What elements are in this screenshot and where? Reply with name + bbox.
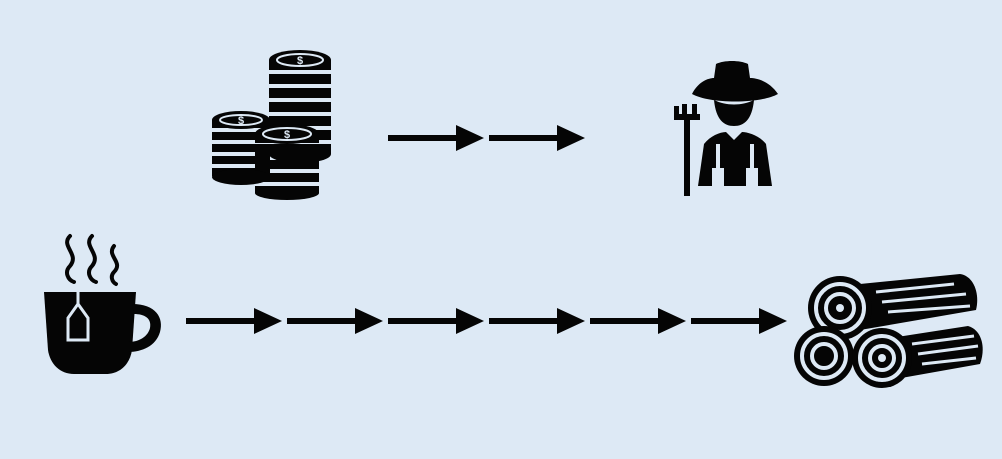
arrow-right-icon <box>691 308 787 334</box>
coin-stack-icon: $ $ $ <box>208 48 338 200</box>
arrow-right-icon <box>489 308 585 334</box>
arrow-right-icon <box>388 308 484 334</box>
arrow-right-icon <box>287 308 383 334</box>
svg-text:$: $ <box>284 129 290 141</box>
svg-text:$: $ <box>238 115 244 127</box>
arrow-right-icon <box>186 308 282 334</box>
farmer-icon <box>664 60 792 196</box>
arrow-right-icon <box>489 125 585 151</box>
arrow-right-icon <box>590 308 686 334</box>
arrow-right-icon <box>388 125 484 151</box>
firewood-logs-icon <box>790 266 986 390</box>
hot-tea-cup-icon <box>40 232 164 378</box>
svg-text:$: $ <box>297 55 303 67</box>
